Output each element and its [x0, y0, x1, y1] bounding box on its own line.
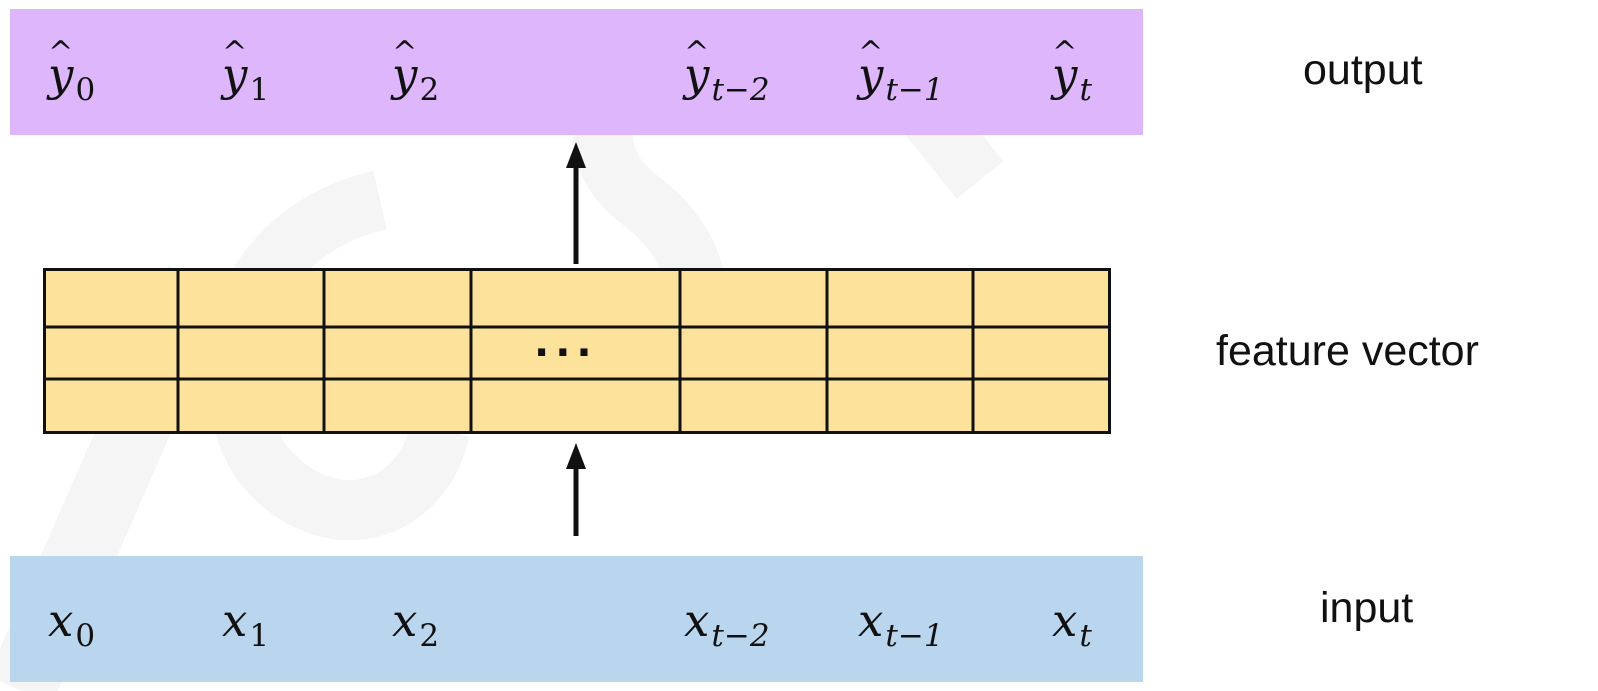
output-symbol-4: y^t−1	[858, 35, 944, 108]
arrow-upper-head	[566, 142, 586, 168]
input-symbol-base: x	[684, 594, 710, 647]
hat-accent: ^	[1052, 35, 1078, 70]
input-symbol-4: xt−1	[858, 598, 944, 652]
input-symbol-subscript: t−2	[711, 618, 770, 654]
input-symbol-3: xt−2	[684, 598, 770, 652]
output-symbol-1: y^1	[222, 35, 270, 108]
arrow-lower-head	[566, 443, 586, 469]
output-symbol-subscript: t−2	[711, 72, 770, 108]
feature-vector-ellipsis: ···	[534, 330, 598, 376]
hat-accent: ^	[48, 35, 74, 70]
output-symbol-base: y^	[222, 35, 248, 101]
hat-accent: ^	[684, 35, 710, 70]
input-symbol-subscript: t	[1079, 618, 1092, 654]
input-symbol-base: x	[858, 594, 884, 647]
input-label: input	[1320, 584, 1414, 632]
output-label: output	[1303, 46, 1423, 94]
input-symbol-0: x0	[48, 598, 95, 652]
output-symbol-base: y^	[858, 35, 884, 101]
output-symbol-base: y^	[1052, 35, 1078, 101]
input-symbol-base: x	[1052, 594, 1078, 647]
input-symbol-2: x2	[392, 598, 439, 652]
output-symbol-subscript: 0	[75, 72, 96, 108]
output-symbol-subscript: 1	[249, 72, 270, 108]
feature-vector-grid	[43, 268, 1111, 434]
input-symbol-5: xt	[1052, 598, 1092, 652]
output-symbol-0: y^0	[48, 35, 96, 108]
output-symbol-subscript: 2	[419, 72, 440, 108]
output-band	[10, 9, 1143, 135]
output-symbol-3: y^t−2	[684, 35, 770, 108]
output-symbol-2: y^2	[392, 35, 440, 108]
hat-accent: ^	[858, 35, 884, 70]
input-symbol-subscript: 1	[249, 618, 270, 654]
input-symbol-subscript: 2	[419, 618, 440, 654]
output-symbol-base: y^	[684, 35, 710, 101]
input-symbol-base: x	[392, 594, 418, 647]
output-symbol-base: y^	[392, 35, 418, 101]
hat-accent: ^	[392, 35, 418, 70]
input-symbol-subscript: 0	[75, 618, 96, 654]
output-symbol-base: y^	[48, 35, 74, 101]
output-symbol-subscript: t	[1079, 72, 1092, 108]
input-symbol-base: x	[222, 594, 248, 647]
hat-accent: ^	[222, 35, 248, 70]
input-symbol-base: x	[48, 594, 74, 647]
input-symbol-1: x1	[222, 598, 269, 652]
feature-vector-frame	[43, 268, 1111, 434]
input-symbol-subscript: t−1	[885, 618, 944, 654]
output-symbol-5: y^t	[1052, 35, 1092, 108]
input-band	[10, 556, 1143, 682]
feature-vector-label: feature vector	[1216, 327, 1479, 375]
output-symbol-subscript: t−1	[885, 72, 944, 108]
